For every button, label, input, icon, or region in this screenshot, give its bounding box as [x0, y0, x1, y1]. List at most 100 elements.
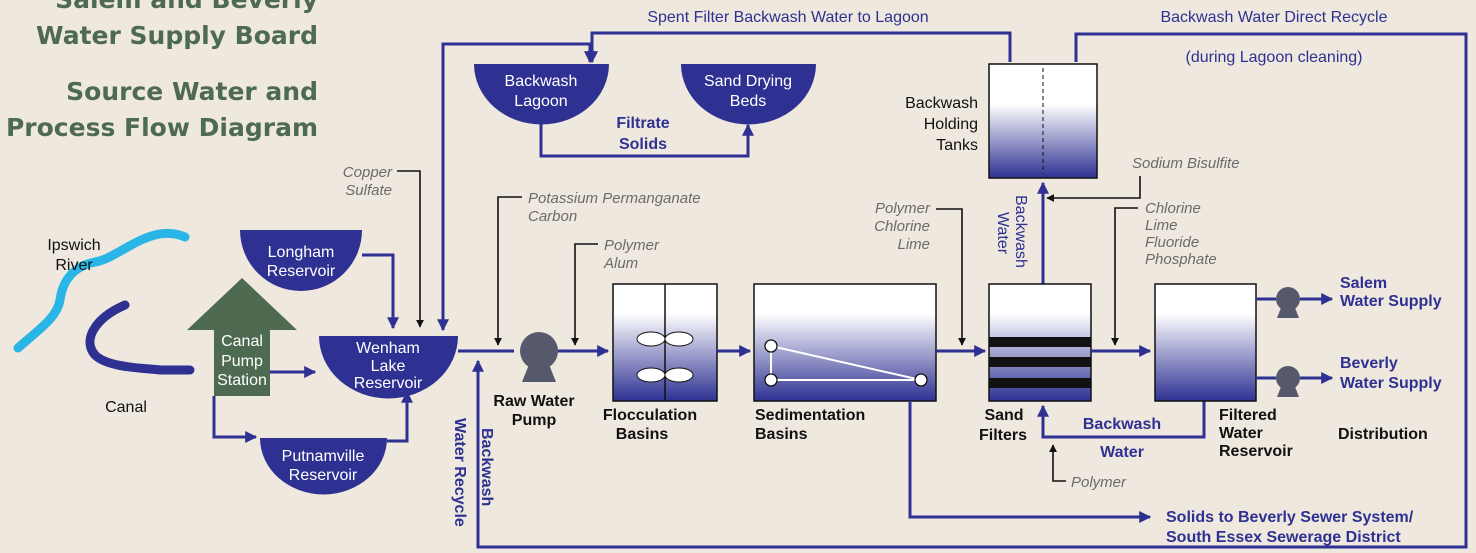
filtrate-label: Filtrate — [616, 115, 669, 132]
title-line-1: Salem and Beverly — [55, 0, 318, 14]
pcl-label-3: Lime — [897, 236, 930, 253]
polymer-alum-feed — [571, 243, 598, 346]
holding-label-3: Tanks — [936, 137, 978, 154]
pcl-label-1: Polymer — [875, 200, 931, 217]
recycle-label-1: Backwash — [478, 428, 495, 506]
distribution-label: Distribution — [1338, 426, 1428, 443]
sand-label-1: Sand — [984, 407, 1023, 424]
beverly-pump — [1276, 366, 1300, 397]
putnamville-to-wenham-line — [387, 390, 413, 443]
beverly-label-1: Beverly — [1340, 355, 1398, 372]
kmno4-label-2: Carbon — [528, 208, 577, 225]
filtered-label-3: Reservoir — [1219, 443, 1293, 460]
sodium-bisulfite-label: Sodium Bisulfite — [1132, 155, 1240, 172]
lagoon-label-1: Backwash — [505, 73, 578, 90]
longham-label-2: Reservoir — [267, 263, 336, 280]
ipswich-label-2: River — [55, 257, 93, 274]
post-chem-feed — [1111, 207, 1138, 346]
longham-reservoir-shape — [240, 230, 362, 291]
raw-water-pump — [520, 332, 558, 382]
holding-label-1: Backwash — [905, 95, 978, 112]
spent-filter-label: Spent Filter Backwash Water to Lagoon — [647, 9, 928, 26]
putnamville-label-1: Putnamville — [282, 448, 365, 465]
backwash-vert-label-1: Backwash — [1012, 195, 1029, 268]
kmno4-label-1: Potassium Permanganate — [528, 190, 701, 207]
salem-label-2: Water Supply — [1340, 293, 1442, 310]
drying-label-2: Beds — [730, 93, 766, 110]
direct-recycle-label-1: Backwash Water Direct Recycle — [1160, 9, 1387, 26]
title-line-3: Source Water and — [66, 77, 318, 106]
wenham-label-3: Reservoir — [354, 375, 423, 392]
longham-to-wenham-line — [362, 253, 399, 330]
sed-label-1: Sedimentation — [755, 407, 865, 424]
solids-sewer-label-1: Solids to Beverly Sewer System/ — [1166, 509, 1414, 526]
polymer-bottom-label: Polymer — [1071, 474, 1127, 491]
copper-label-2: Sulfate — [345, 182, 392, 199]
spent-filter-line — [586, 31, 1012, 64]
solids-to-sewer-line — [908, 401, 1152, 523]
putnamville-reservoir-shape — [260, 438, 387, 495]
raw-pump-label-2: Pump — [512, 412, 557, 429]
direct-recycle-line — [472, 32, 1468, 549]
wenham-label-1: Wenham — [356, 340, 420, 357]
copper-feed-line — [397, 170, 424, 328]
filtered-label-1: Filtered — [1219, 407, 1277, 424]
filtered-water-reservoir-shape — [1154, 283, 1257, 402]
title-line-2: Water Supply Board — [36, 21, 318, 50]
sed-plates — [764, 339, 928, 387]
solids-label: Solids — [619, 136, 667, 153]
direct-recycle-label-2: (during Lagoon cleaning) — [1185, 49, 1362, 66]
polymer-alum-label-1: Polymer — [604, 237, 660, 254]
raw-pump-body — [520, 332, 558, 370]
floc-label-2: Basins — [616, 426, 669, 443]
pcl-feed — [936, 208, 966, 346]
sed-label-2: Basins — [755, 426, 808, 443]
sedimentation-basins-shape — [753, 283, 937, 402]
salem-pump — [1276, 287, 1300, 318]
post-label-1: Chlorine — [1145, 200, 1201, 217]
canal-shape — [85, 300, 195, 375]
recycle-label-2: Water Recycle — [451, 418, 468, 527]
diagram-title: Salem and Beverly Water Supply Board Sou… — [6, 0, 318, 142]
post-label-2: Lime — [1145, 217, 1178, 234]
backwash-loop-line — [1037, 401, 1206, 439]
polymer-bottom-feed — [1049, 444, 1066, 482]
wenham-label-2: Lake — [371, 358, 406, 375]
canal-label: Canal — [105, 399, 147, 416]
raw-pump-base — [522, 362, 556, 382]
solids-sewer-label-2: South Essex Sewerage District — [1166, 529, 1401, 546]
polymer-alum-label-2: Alum — [603, 255, 638, 272]
filtered-label-2: Water — [1219, 425, 1263, 442]
post-label-4: Phosphate — [1145, 251, 1217, 268]
canal-to-putnamville-line — [212, 396, 258, 443]
holding-label-2: Holding — [924, 116, 978, 133]
kmno4-feed — [494, 196, 522, 346]
pcl-label-2: Chlorine — [874, 218, 930, 235]
salem-label-1: Salem — [1340, 275, 1387, 292]
longham-label-1: Longham — [268, 244, 335, 261]
putnamville-label-2: Reservoir — [289, 467, 358, 484]
canal-pump-station-shape — [187, 278, 297, 396]
post-label-3: Fluoride — [1145, 234, 1199, 251]
lagoon-to-drying-line — [539, 122, 754, 158]
backwash-loop-label-2: Water — [1100, 444, 1144, 461]
wenham-reservoir-shape — [319, 336, 458, 399]
sand-drying-beds-shape — [681, 64, 816, 125]
canal-pump-label-1: Canal — [221, 333, 263, 350]
floc-paddles — [636, 331, 694, 383]
beverly-label-2: Water Supply — [1340, 375, 1442, 392]
lagoon-label-2: Lagoon — [514, 93, 567, 110]
drying-label-1: Sand Drying — [704, 73, 792, 90]
canal-pump-label-2: Pump — [221, 353, 263, 370]
sand-label-2: Filters — [979, 427, 1027, 444]
sodium-bisulfite-feed — [1046, 176, 1141, 202]
copper-label-1: Copper — [343, 164, 393, 181]
sand-filter-layers — [989, 337, 1091, 388]
backwash-vert-label-2: Water — [994, 212, 1011, 255]
raw-pump-label-1: Raw Water — [493, 393, 574, 410]
ipswich-river-shape — [13, 228, 190, 353]
ipswich-label-1: Ipswich — [47, 237, 100, 254]
title-line-4: Process Flow Diagram — [6, 113, 318, 142]
